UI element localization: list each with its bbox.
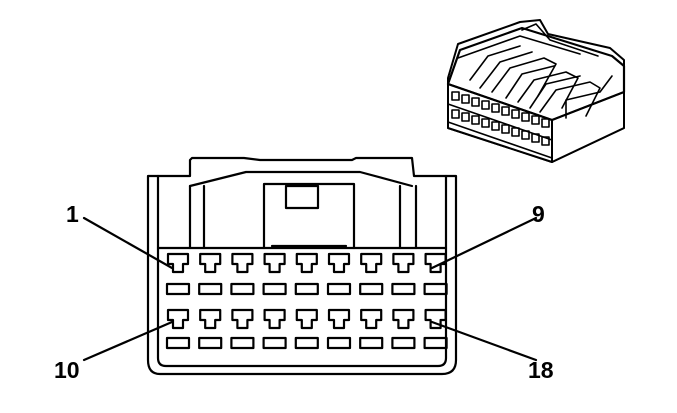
slot-lower-3 <box>230 336 255 350</box>
slot-row-upper <box>165 282 448 296</box>
slot-lower-8 <box>391 336 416 350</box>
slot-lower-9 <box>423 336 448 350</box>
terminal-pin-1 <box>166 252 190 274</box>
slot-lower-7 <box>359 336 384 350</box>
leader-line-pin-1 <box>82 216 174 270</box>
connector-face-view <box>146 156 458 376</box>
terminal-row-lower <box>166 308 447 330</box>
leader-line-pin-9 <box>430 216 538 270</box>
terminal-pin-10 <box>166 308 190 330</box>
terminal-pin-8 <box>392 252 415 274</box>
terminal-pin-2 <box>199 252 222 274</box>
terminal-pin-9 <box>424 252 447 274</box>
slot-upper-8 <box>391 282 416 296</box>
slot-upper-4 <box>262 282 287 296</box>
terminal-pin-14 <box>295 308 318 330</box>
connector-lock-tab <box>262 182 356 250</box>
terminal-pin-5 <box>295 252 318 274</box>
pin-label-1: 1 <box>66 201 79 227</box>
pin-label-10: 10 <box>54 357 80 383</box>
connector-lock-window <box>284 184 320 210</box>
terminal-pin-12 <box>231 308 254 330</box>
connector-inner-outline <box>156 174 448 368</box>
terminal-pin-11 <box>199 308 222 330</box>
slot-upper-9 <box>423 282 448 296</box>
slot-upper-2 <box>198 282 223 296</box>
leader-line-pin-10 <box>82 320 174 362</box>
slot-lower-5 <box>294 336 319 350</box>
connector-housing-outline <box>146 156 458 376</box>
slot-lower-1 <box>165 336 191 350</box>
pin-label-9: 9 <box>532 201 545 227</box>
terminal-pin-16 <box>360 308 383 330</box>
slot-lower-4 <box>262 336 287 350</box>
pin-label-18: 18 <box>528 357 554 383</box>
terminal-pin-18 <box>424 308 447 330</box>
slot-lower-6 <box>326 336 352 350</box>
slot-row-lower <box>165 336 448 350</box>
slot-upper-6 <box>326 282 352 296</box>
leader-lines <box>82 216 538 362</box>
leader-line-pin-18 <box>430 320 538 362</box>
terminal-row-upper <box>166 252 447 274</box>
terminal-pin-15 <box>327 308 351 330</box>
slot-upper-3 <box>230 282 255 296</box>
connector-isometric-view <box>446 19 626 163</box>
slot-upper-1 <box>165 282 191 296</box>
terminal-pin-4 <box>263 252 286 274</box>
connector-top-cap <box>188 170 414 188</box>
terminal-pin-3 <box>231 252 254 274</box>
terminal-pin-6 <box>327 252 351 274</box>
terminal-pin-17 <box>392 308 415 330</box>
terminal-pin-7 <box>360 252 383 274</box>
slot-upper-7 <box>359 282 384 296</box>
terminal-pin-13 <box>263 308 286 330</box>
slot-upper-5 <box>294 282 319 296</box>
slot-lower-2 <box>198 336 223 350</box>
isometric-upper-cavities <box>451 91 550 128</box>
